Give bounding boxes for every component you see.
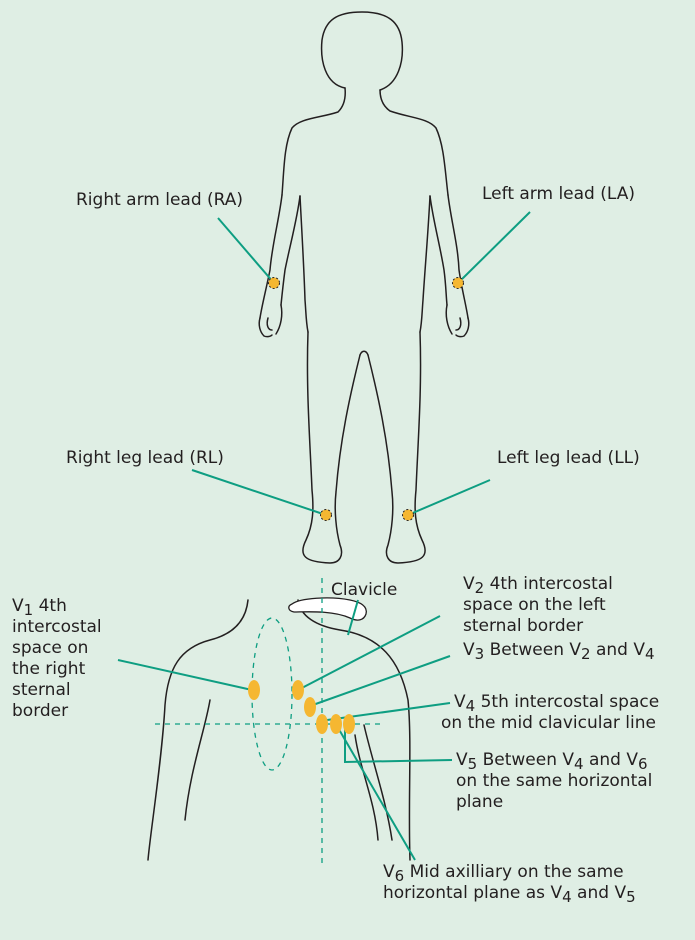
electrode-v6	[343, 714, 355, 734]
electrode-v2	[292, 680, 304, 700]
label-right-leg-lead: Right leg lead (RL)	[66, 448, 224, 469]
electrode-rl	[321, 510, 332, 521]
label-v3: V3 Between V2 and V4	[463, 640, 655, 661]
label-left-arm-lead: Left arm lead (LA)	[482, 184, 635, 205]
electrode-v3	[304, 697, 316, 717]
label-v4: V4 5th intercostal space on the mid clav…	[441, 692, 691, 734]
electrode-la	[453, 278, 464, 289]
chest-outline	[148, 600, 410, 860]
label-right-arm-lead: Right arm lead (RA)	[76, 190, 243, 211]
label-v2: V2 4th intercostal space on the left ste…	[463, 574, 613, 637]
electrode-ra	[269, 278, 280, 289]
label-v6: V6 Mid axilliary on the same horizontal …	[383, 862, 636, 904]
body-outline	[259, 12, 469, 563]
electrode-ll	[403, 510, 414, 521]
label-v1: V1 4th intercostal space on the right st…	[12, 596, 102, 722]
electrode-v4	[316, 714, 328, 734]
label-v5: V5 Between V4 and V6 on the same horizon…	[456, 750, 652, 813]
electrode-v1	[248, 680, 260, 700]
electrode-v5	[330, 714, 342, 734]
label-left-leg-lead: Left leg lead (LL)	[497, 448, 640, 469]
label-clavicle: Clavicle	[331, 580, 397, 601]
